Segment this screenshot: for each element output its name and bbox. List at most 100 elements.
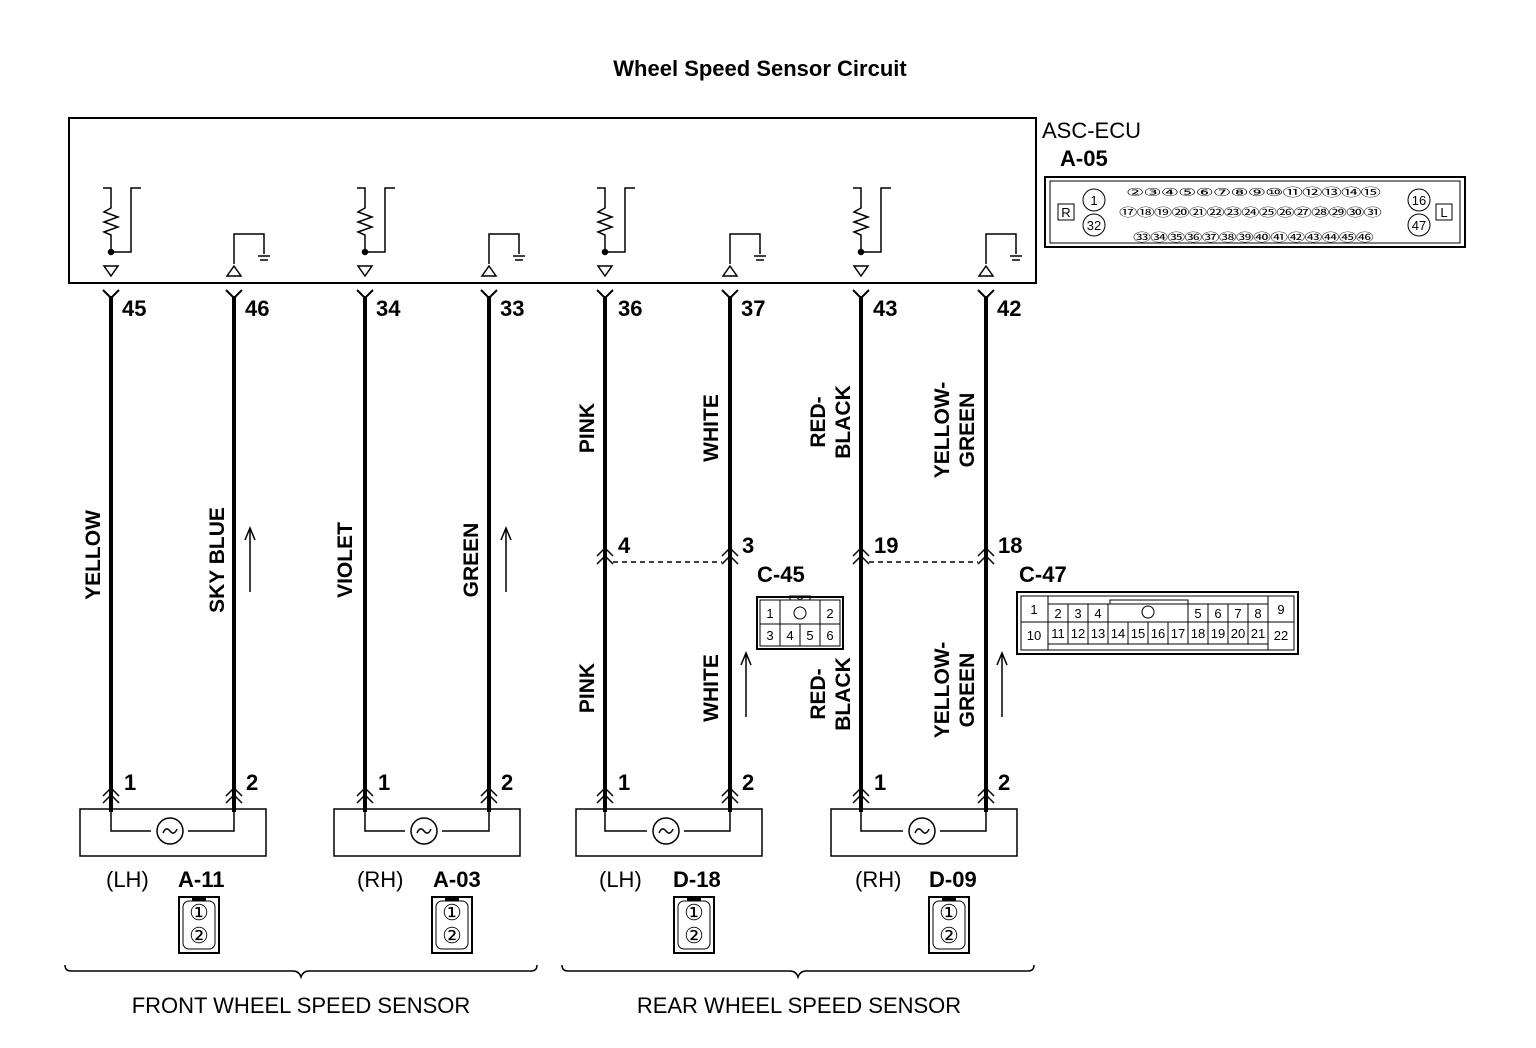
c47-face-pin: 15 <box>1131 626 1145 641</box>
c47-face-pin: 5 <box>1194 606 1201 621</box>
wire-color-label: PINK <box>576 403 599 453</box>
c47-face-pin: 6 <box>1214 606 1221 621</box>
c45-face-pin: 6 <box>826 628 833 643</box>
ecu-pin-label: 43 <box>873 296 897 321</box>
ecu-connector-id: A-05 <box>1060 146 1108 171</box>
sensor-pin-label: 2 <box>742 770 754 795</box>
connector-c45-face: 1 2 3 4 5 6 <box>756 595 844 650</box>
ecu-box <box>68 117 1037 284</box>
c47-face-pin: 13 <box>1091 626 1105 641</box>
junction-pin-label: 3 <box>742 533 754 558</box>
ecu-pin-label: 42 <box>997 296 1021 321</box>
wire-color-label: GREEN <box>956 393 979 468</box>
sensor-boxes <box>79 808 1018 857</box>
c47-face-pin: 18 <box>1191 626 1205 641</box>
ecu-input-resistor-1 <box>101 187 141 278</box>
c47-face-pin: 2 <box>1054 606 1061 621</box>
c45-face-pin: 2 <box>826 606 833 621</box>
ecu-input-resistor-4 <box>851 187 891 278</box>
c45-face-pin: 5 <box>806 628 813 643</box>
sensor-connector-id: D-18 <box>673 867 721 892</box>
junction-pin-label: 4 <box>618 533 631 558</box>
ecu-pin-label: 33 <box>500 296 524 321</box>
wire-labels-lower: PINK WHITE RED- BLACK YELLOW- GREEN <box>576 642 979 738</box>
ecu-pin-label: 37 <box>741 296 765 321</box>
wire-color-label: GREEN <box>956 653 979 728</box>
ecu-input-resistor-2 <box>355 187 395 278</box>
wire-color-label: WHITE <box>700 394 723 462</box>
sensor-side-label: (RH) <box>855 867 901 892</box>
ecu-connector-face: R L 1 32 ②③④⑤⑥⑦⑧⑨⑩⑪⑫⑬⑭⑮ ⑰⑱⑲⑳㉑㉒㉓㉔㉕㉖㉗㉘㉙㉚㉛ … <box>1044 176 1466 248</box>
sensor-box-d09 <box>830 808 1018 857</box>
wire-color-label: SKY BLUE <box>206 507 229 613</box>
c47-face-pin: 21 <box>1251 626 1265 641</box>
ecu-input-resistor-3 <box>595 187 635 278</box>
c47-face-pin: 1 <box>1030 602 1037 617</box>
c47-face-pin: 8 <box>1254 606 1261 621</box>
wire-color-label: RED- <box>807 396 830 447</box>
sensor-face-d18: ① ② <box>673 896 715 954</box>
wire-color-label: GREEN <box>460 523 483 598</box>
connector-c47-id: C-47 <box>1019 562 1067 587</box>
sensor-face-pin: ① <box>939 900 959 925</box>
ecu-face-pin-32: 32 <box>1087 218 1101 233</box>
sensor-connector-id: D-09 <box>929 867 977 892</box>
wire-color-label: BLACK <box>832 385 855 459</box>
group-label-front: FRONT WHEEL SPEED SENSOR <box>132 993 471 1018</box>
c45-face-pin: 4 <box>786 628 793 643</box>
sensor-face-pin: ① <box>442 900 462 925</box>
sensor-pin-label: 1 <box>124 770 136 795</box>
sensor-side-label: (RH) <box>357 867 403 892</box>
c47-face-pin: 10 <box>1027 628 1041 643</box>
c47-face-pin: 12 <box>1071 626 1085 641</box>
junction-pin-label: 18 <box>998 533 1022 558</box>
wires <box>109 296 988 812</box>
ecu-face-row-2: ⑰⑱⑲⑳㉑㉒㉓㉔㉕㉖㉗㉘㉙㉚㉛ <box>1119 206 1382 219</box>
sensor-pin-label: 2 <box>998 770 1010 795</box>
sensor-side-label: (LH) <box>106 867 149 892</box>
diagram-title: Wheel Speed Sensor Circuit <box>613 56 907 81</box>
c47-face-pin: 22 <box>1274 628 1288 643</box>
wire-color-label: BLACK <box>832 657 855 731</box>
wire-color-label: YELLOW- <box>931 642 954 738</box>
connector-c47-face: 1 2 3 4 5 6 7 8 9 10 11 12 13 14 15 16 1… <box>1016 591 1299 655</box>
ecu-face-side-left: R <box>1061 205 1070 220</box>
connector-c45-id: C-45 <box>757 562 805 587</box>
ecu-face-pin-47: 47 <box>1412 218 1426 233</box>
sensor-box-a03 <box>333 808 521 857</box>
sensor-box-a11 <box>79 808 267 857</box>
c47-face-pin: 17 <box>1171 626 1185 641</box>
ecu-ground-4 <box>977 233 1022 277</box>
ecu-terminal-chevrons <box>102 289 995 300</box>
c47-face-pin: 19 <box>1211 626 1225 641</box>
wire-labels-upper: YELLOW SKY BLUE VIOLET GREEN PINK WHITE … <box>82 382 979 613</box>
ecu-pin-label: 46 <box>245 296 269 321</box>
sensor-face-pin: ② <box>684 923 704 948</box>
sensor-face-pin: ① <box>189 900 209 925</box>
ecu-face-row-1: ②③④⑤⑥⑦⑧⑨⑩⑪⑫⑬⑭⑮ <box>1126 186 1381 199</box>
c47-face-pin: 16 <box>1151 626 1165 641</box>
wire-color-label: YELLOW- <box>931 382 954 478</box>
sensor-connector-faces: ① ② ① ② ① ② ① ② <box>178 896 970 954</box>
sensor-face-pin: ② <box>442 923 462 948</box>
sensor-box-d18 <box>575 808 763 857</box>
c45-face-pin: 3 <box>766 628 773 643</box>
sensor-pin-label: 1 <box>378 770 390 795</box>
sensor-terminal-chevrons <box>102 786 995 804</box>
ecu-pin-label: 45 <box>122 296 146 321</box>
group-braces <box>64 964 1035 980</box>
signal-arrows <box>244 526 1008 717</box>
junction-connectors: 4 3 19 18 C-45 C-47 <box>596 533 1067 587</box>
sensor-face-d09: ① ② <box>928 896 970 954</box>
ecu-ground-1 <box>225 233 270 277</box>
c47-face-pin: 7 <box>1234 606 1241 621</box>
c45-face-pin: 1 <box>766 606 773 621</box>
sensor-pin-label: 1 <box>618 770 630 795</box>
c47-face-pin: 11 <box>1051 626 1065 641</box>
c47-face-pin: 20 <box>1231 626 1245 641</box>
ecu-face-side-right: L <box>1440 205 1447 220</box>
c47-face-pin: 4 <box>1094 606 1101 621</box>
wire-color-label: YELLOW <box>82 510 105 600</box>
ecu-ground-2 <box>480 233 525 277</box>
